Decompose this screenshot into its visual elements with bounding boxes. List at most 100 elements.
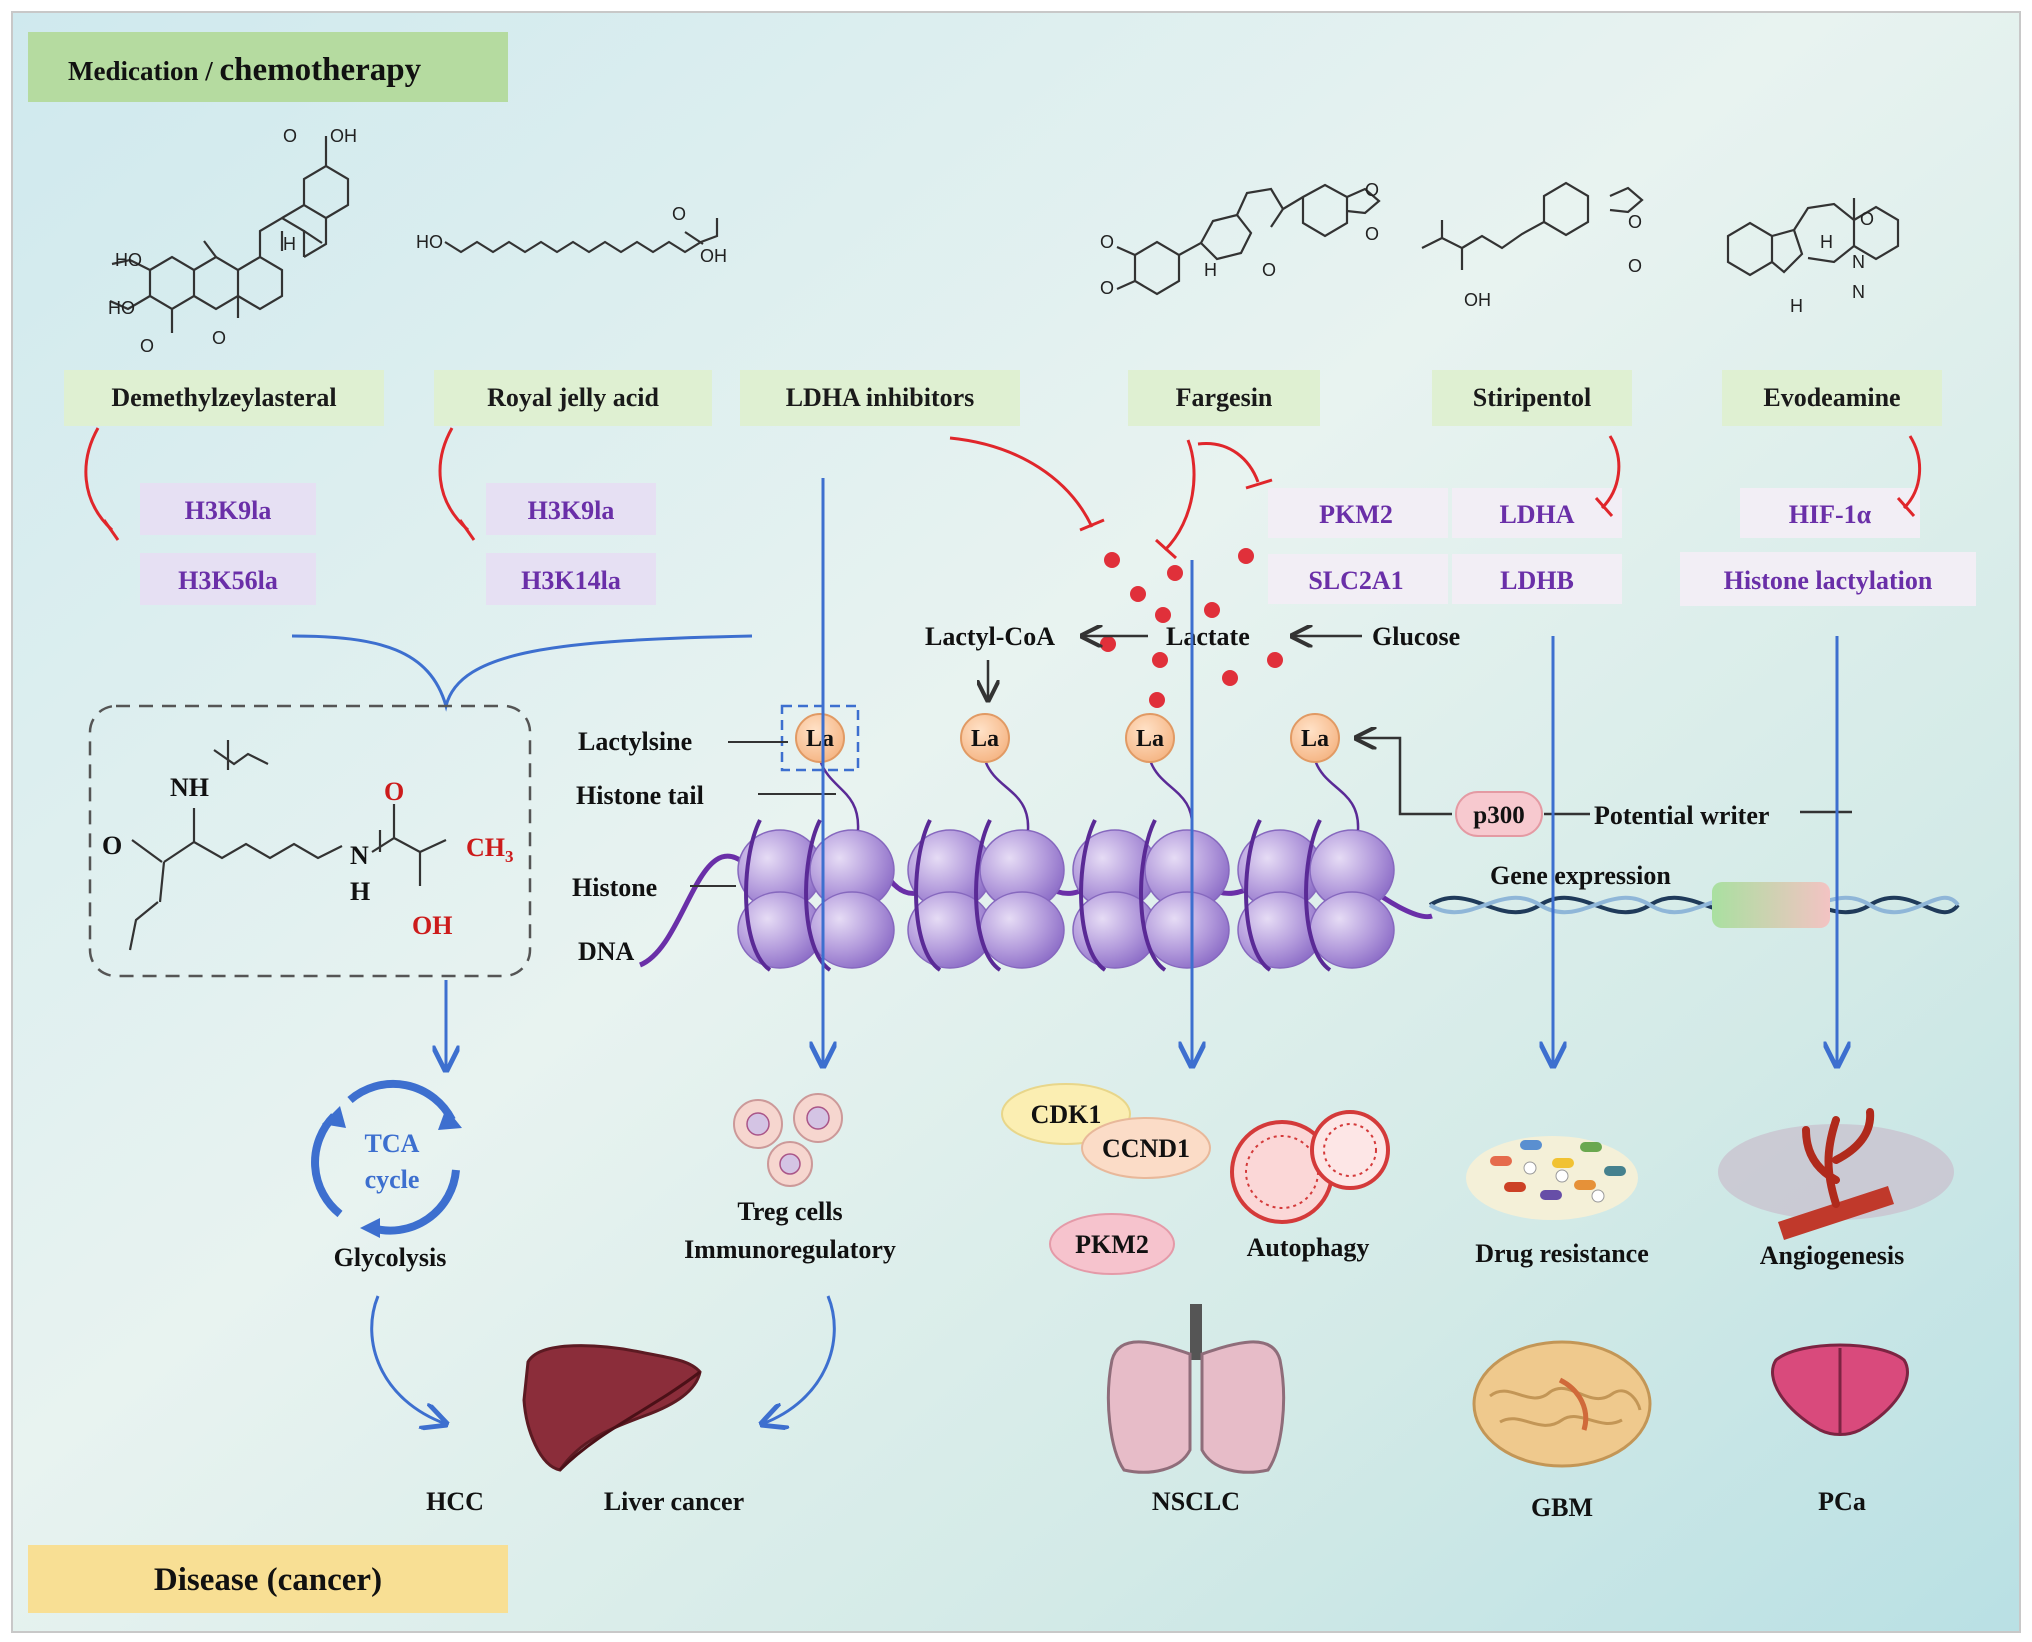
inhibition-arrows [84,427,1922,560]
svg-text:Fargesin: Fargesin [1176,383,1273,412]
target-h3k56la: H3K56la [140,553,316,605]
svg-text:CH3: CH3 [466,833,514,866]
drug-box-evodeamine: Evodeamine [1722,370,1942,426]
svg-text:Lactyl-CoA: Lactyl-CoA [925,622,1055,651]
svg-text:OH: OH [700,246,727,266]
svg-text:O: O [1860,209,1874,229]
pathway-arrows [370,478,1837,1424]
svg-text:LDHA: LDHA [1499,500,1574,529]
svg-text:Immunoregulatory: Immunoregulatory [684,1235,896,1264]
svg-text:Liver cancer: Liver cancer [604,1487,744,1516]
svg-text:HIF-1α: HIF-1α [1789,500,1872,529]
brain-icon: GBM [1472,1340,1652,1522]
svg-text:GBM: GBM [1531,1493,1593,1522]
svg-text:Histone lactylation: Histone lactylation [1724,566,1933,595]
target-h3k9la-1: H3K9la [140,483,316,535]
target-hif1a: HIF-1α [1740,488,1920,538]
liver-icon: HCC Liver cancer [426,1344,744,1516]
svg-text:O: O [1628,256,1642,276]
tca-cycle: TCA cycle Glycolysis [311,1079,462,1272]
drug-box-demethylzeylasteral: Demethylzeylasteral [64,370,384,426]
drug-box-fargesin: Fargesin [1128,370,1320,426]
target-pkm2: PKM2 [1268,488,1448,538]
target-h3k9la-2: H3K9la [486,483,656,535]
svg-text:cycle: cycle [365,1165,420,1194]
svg-text:O: O [283,126,297,146]
svg-text:Potential writer: Potential writer [1594,801,1769,830]
metabolism-pathway: Lactyl-CoA Lactate Glucose [925,622,1460,700]
svg-text:Glycolysis: Glycolysis [334,1243,447,1272]
svg-text:O: O [1628,212,1642,232]
target-ldha: LDHA [1452,488,1622,538]
svg-text:Histone tail: Histone tail [576,781,704,810]
svg-text:H3K9la: H3K9la [185,496,272,525]
demethylzeylasteral-structure: HO HO O O H O OH [108,126,357,356]
treg-cells: Treg cells Immunoregulatory [684,1093,896,1264]
svg-text:OH: OH [1464,290,1491,310]
svg-text:SLC2A1: SLC2A1 [1308,566,1403,595]
svg-text:Autophagy: Autophagy [1247,1233,1370,1262]
svg-text:Stiripentol: Stiripentol [1473,383,1591,412]
svg-text:PKM2: PKM2 [1319,500,1393,529]
svg-text:PCa: PCa [1818,1487,1866,1516]
svg-text:O: O [672,204,686,224]
svg-text:Lactylsine: Lactylsine [578,727,692,756]
svg-text:O: O [1365,224,1379,244]
svg-text:O: O [140,336,154,356]
svg-text:N: N [1852,282,1865,302]
svg-text:HO: HO [115,250,142,270]
svg-text:La: La [971,726,999,752]
svg-text:Drug resistance: Drug resistance [1475,1239,1649,1268]
disease-header: Disease (cancer) [28,1545,508,1613]
svg-text:LDHB: LDHB [1500,566,1574,595]
stiripentol-structure: OH O O [1421,181,1644,310]
target-connector [291,634,753,712]
svg-text:p300: p300 [1473,802,1524,829]
svg-text:LDHA inhibitors: LDHA inhibitors [786,383,975,412]
svg-text:HCC: HCC [426,1487,484,1516]
svg-text:La: La [806,726,834,752]
svg-text:HO: HO [416,232,443,252]
svg-text:O: O [1365,180,1379,200]
svg-text:H3K14la: H3K14la [521,566,621,595]
drug-box-ldha-inhibitors: LDHA inhibitors [740,370,1020,426]
evodeamine-structure: O H N N H [1726,198,1900,316]
svg-text:H: H [1820,232,1833,252]
svg-text:H: H [1790,296,1803,316]
svg-text:CCND1: CCND1 [1102,1134,1190,1163]
target-ldhb: LDHB [1452,554,1622,604]
lungs-icon: NSCLC [1106,1304,1286,1516]
svg-text:NH: NH [170,773,209,802]
svg-text:O: O [102,831,122,860]
autophagy-icon: Autophagy [1230,1110,1390,1262]
nucleosome-array: La La La La [638,704,1433,972]
svg-text:Angiogenesis: Angiogenesis [1760,1241,1904,1270]
svg-text:OH: OH [412,911,452,940]
svg-text:Histone: Histone [572,873,657,902]
lactyllysine-structure: NH O N H O CH3 OH [88,704,532,978]
svg-text:TCA: TCA [365,1129,420,1158]
svg-text:N: N [1852,252,1865,272]
fargesin-structure: O O H O O O [1100,180,1381,298]
svg-text:La: La [1301,726,1329,752]
target-histone-lactylation: Histone lactylation [1680,552,1976,606]
svg-text:H: H [1204,260,1217,280]
angiogenesis-icon: Angiogenesis [1718,1108,1954,1270]
svg-text:H: H [350,877,370,906]
svg-text:DNA: DNA [578,937,635,966]
svg-text:Demethylzeylasteral: Demethylzeylasteral [111,383,336,412]
svg-text:Treg cells: Treg cells [737,1197,842,1226]
svg-text:Glucose: Glucose [1372,622,1460,651]
svg-text:Lactate: Lactate [1166,622,1250,651]
svg-text:H3K56la: H3K56la [178,566,278,595]
svg-text:Disease (cancer): Disease (cancer) [154,1562,382,1598]
svg-text:PKM2: PKM2 [1075,1230,1149,1259]
drug-box-royal-jelly-acid: Royal jelly acid [434,370,712,426]
svg-text:HO: HO [108,298,135,318]
svg-text:Gene expression: Gene expression [1490,861,1671,890]
svg-text:H3K9la: H3K9la [528,496,615,525]
lactate-particles [1100,548,1283,708]
prostate-icon: PCa [1771,1343,1909,1516]
